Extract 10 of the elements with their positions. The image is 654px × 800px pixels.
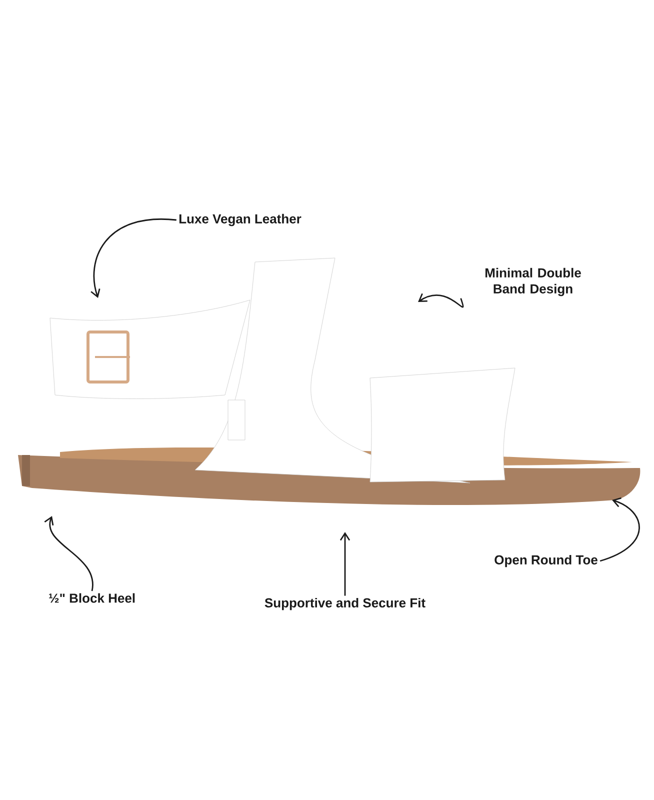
callout-text: Open Round Toe [494,554,598,568]
curved-arrow [418,293,464,308]
curved-arrow [90,218,176,298]
callout-text: Luxe Vegan Leather [179,214,302,226]
callout-text: Minimal Double Band Design [485,268,581,296]
callout-text: ½" Block Heel [49,593,135,603]
curved-arrow [340,532,350,596]
curved-arrow [44,516,94,592]
curved-arrow [600,497,640,562]
callout-text: Supportive and Secure Fit [264,598,426,610]
